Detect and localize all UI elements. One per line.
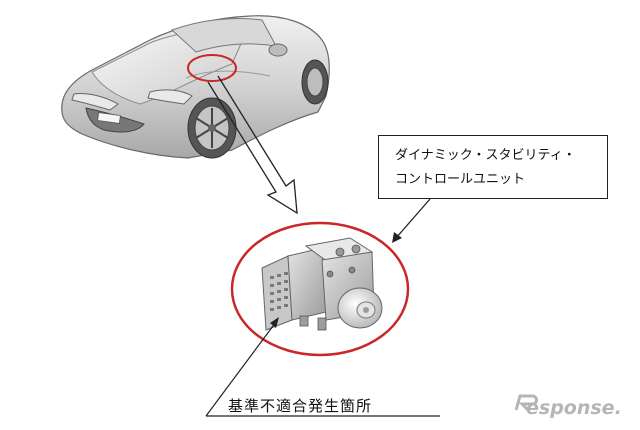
defect-location-label: 基準不適合発生箇所	[228, 397, 373, 415]
callout-arrow	[207, 75, 298, 215]
component-label-line-2: コントロールユニット	[395, 172, 526, 187]
dsc-unit-illustration	[261, 237, 383, 331]
car-highlight-circle	[187, 54, 237, 82]
car-illustration	[61, 15, 330, 159]
label-leader-arrow	[392, 198, 431, 243]
component-label-box: ダイナミック・スタビリティ・ コントロールユニット	[378, 135, 608, 199]
defect-leader-arrow	[205, 317, 440, 417]
response-watermark: esponse.	[526, 397, 622, 419]
unit-highlight-circle	[230, 221, 410, 357]
component-label-line-1: ダイナミック・スタビリティ・	[395, 148, 576, 163]
response-logo-icon	[514, 394, 538, 412]
